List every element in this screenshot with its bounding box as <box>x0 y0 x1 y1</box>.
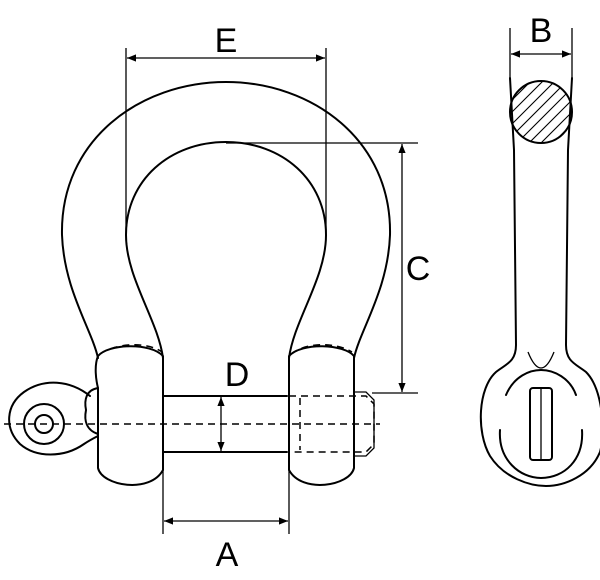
dimension-b <box>509 28 573 80</box>
left-ear <box>94 345 164 486</box>
label-e: E <box>215 22 238 60</box>
side-bow-outline <box>479 77 600 487</box>
dimension-a <box>162 470 290 534</box>
label-a: A <box>216 536 239 574</box>
pin-body <box>162 395 288 453</box>
right-ear <box>288 345 355 486</box>
bow-outer-outline <box>60 81 392 359</box>
dimension-e <box>125 48 327 236</box>
cross-section <box>509 80 573 144</box>
dimension-c <box>226 142 418 394</box>
shackle-front-view <box>4 81 392 486</box>
label-d: D <box>225 356 250 394</box>
label-c: C <box>406 250 431 288</box>
label-b: B <box>530 12 553 50</box>
shackle-side-view <box>479 77 600 487</box>
bow-inner-outline <box>125 141 327 359</box>
